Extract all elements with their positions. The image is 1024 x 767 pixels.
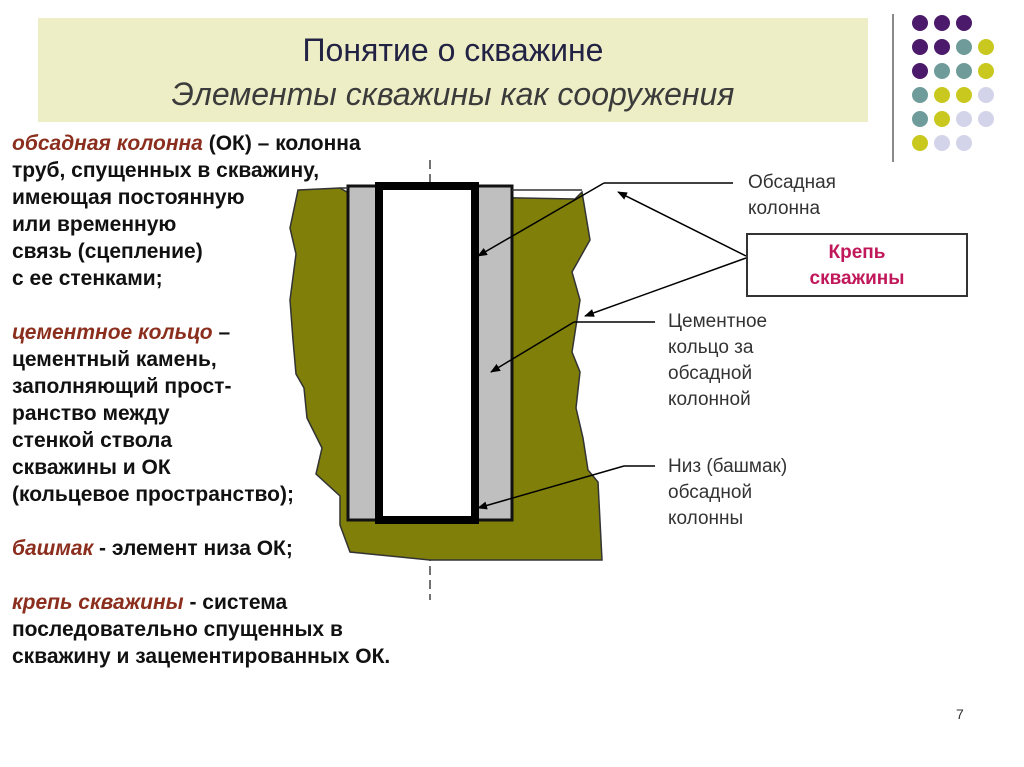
decorative-dot [978, 39, 994, 55]
label-cement-line: кольцо за [668, 337, 754, 358]
definition-line: скважину и зацементированных ОК. [12, 645, 391, 668]
decorative-dot [978, 111, 994, 127]
slide-title: Понятие о скважине [302, 32, 604, 68]
paragraph-gap [12, 508, 452, 535]
decorative-dot [934, 39, 950, 55]
definition-text: - система [183, 591, 288, 614]
decorative-dot [912, 135, 928, 151]
decorative-dot [912, 63, 928, 79]
label-shoe-line: колонны [668, 508, 744, 529]
definition-line: последовательно спущенных в [12, 618, 343, 641]
definition-term: цементное кольцо [12, 321, 213, 344]
label-cement-line: Цементное [668, 311, 768, 332]
label-krep-line: Крепь [828, 242, 886, 263]
definition-line: труб, спущенных в скважину, [12, 159, 320, 182]
casing-string [375, 182, 479, 524]
label-cement: Цементное кольцо за обсадной колонной [668, 309, 767, 413]
decorative-dot [912, 111, 928, 127]
definition-term: башмак [12, 537, 94, 560]
paragraph-gap [12, 292, 452, 319]
definition-line: ранство между [12, 402, 170, 425]
label-shoe: Низ (башмак) обсадной колонны [668, 454, 787, 532]
label-cement-line: колонной [668, 389, 751, 410]
definition-first-line: обсадная колонна (ОК) – колонна [12, 130, 452, 157]
definition-line: (кольцевое пространство); [12, 483, 294, 506]
label-casing: Обсадная колонна [748, 170, 836, 222]
definition-text: – [212, 321, 231, 344]
label-krep-box: Крепь скважины [746, 233, 968, 297]
decorative-dot [956, 15, 972, 31]
label-casing-line: колонна [748, 198, 821, 219]
slide-subtitle: Элементы скважины как сооружения [171, 76, 735, 112]
label-shoe-line: Низ (башмак) [668, 456, 788, 477]
definition-line: стенкой ствола [12, 429, 173, 452]
definition-first-line: крепь скважины - система [12, 589, 452, 616]
definition-line: связь (сцепление) [12, 240, 203, 263]
definition-line: имеющая постоянную [12, 186, 245, 209]
decorative-dot [956, 111, 972, 127]
title-box: Понятие о скважине Элементы скважины как… [38, 18, 868, 122]
page-number: 7 [956, 706, 964, 722]
decorative-dot [912, 87, 928, 103]
decorative-dot-grid [912, 15, 994, 151]
definition-term: обсадная колонна [12, 132, 203, 155]
decorative-dot [956, 135, 972, 151]
definition-text: (ОК) – колонна [202, 132, 361, 155]
decorative-dot [956, 63, 972, 79]
decorative-dot [956, 87, 972, 103]
decorative-dot [934, 63, 950, 79]
leader-krep-arrow-1 [617, 191, 747, 257]
definition-term: крепь скважины [12, 591, 184, 614]
label-shoe-line: обсадной [668, 482, 753, 503]
decorative-dot [934, 111, 950, 127]
leader-casing-arrow [477, 182, 605, 257]
decorative-dot [934, 135, 950, 151]
decorative-dot [912, 39, 928, 55]
definition-line: скважины и ОК [12, 456, 171, 479]
decorative-dot [956, 39, 972, 55]
definition-first-line: башмак - элемент низа ОК; [12, 535, 452, 562]
decorative-dot [978, 63, 994, 79]
label-cement-line: обсадной [668, 363, 753, 384]
decorative-dot [934, 15, 950, 31]
definition-line: цементный камень, [12, 348, 217, 371]
leader-cement-arrow [490, 321, 575, 373]
definition-text: - элемент низа ОК; [93, 537, 293, 560]
label-casing-line: Обсадная [748, 172, 836, 193]
leader-shoe-arrow [477, 465, 625, 510]
definition-line: или временную [12, 213, 177, 236]
definition-line: с ее стенками; [12, 267, 163, 290]
label-krep-line: скважины [809, 268, 905, 289]
decorative-dot [978, 87, 994, 103]
decorative-dot [934, 87, 950, 103]
decorative-dot [912, 15, 928, 31]
leader-krep-arrow-2 [584, 257, 747, 317]
definition-first-line: цементное кольцо – [12, 319, 452, 346]
definition-line: заполняющий прост- [12, 375, 232, 398]
decorative-divider [892, 14, 894, 162]
paragraph-gap [12, 562, 452, 589]
